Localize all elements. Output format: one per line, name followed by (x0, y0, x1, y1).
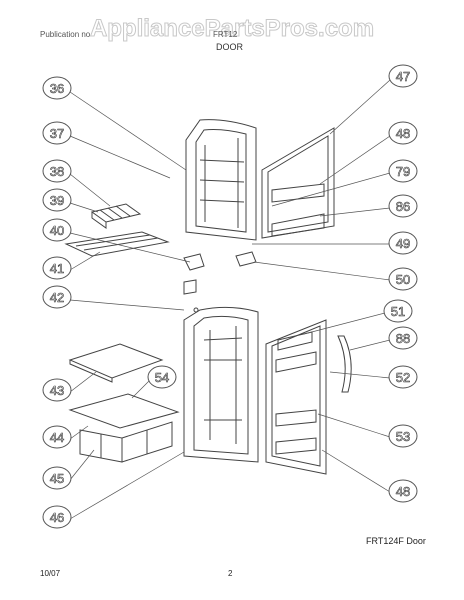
callout-circle (388, 326, 418, 350)
hinges (183, 251, 257, 313)
callout-43: 43 (42, 378, 72, 402)
callout-number: 39 (50, 193, 64, 208)
callout-88: 88 (388, 326, 418, 350)
freezer-door (185, 119, 257, 241)
leader-lines (69, 79, 391, 520)
callout-circle (42, 285, 72, 309)
callout-circle (42, 505, 72, 529)
callout-44: 44 (42, 425, 72, 449)
callout-45: 45 (42, 466, 72, 490)
callout-circle (388, 64, 418, 88)
callout-circle (388, 424, 418, 448)
callout-circle (388, 479, 418, 503)
callout-48: 48 (388, 479, 418, 503)
callout-circle (42, 425, 72, 449)
callout-circle (42, 121, 72, 145)
callout-circle (42, 378, 72, 402)
callout-50: 50 (388, 267, 418, 291)
callout-circle (42, 188, 72, 212)
callout-number: 51 (391, 304, 405, 319)
callout-circle (42, 159, 72, 183)
callout-group: 36 37 38 39 40 41 42 43 54 44 45 46 47 48 79 86 49 50 51 88… (42, 64, 418, 529)
callout-54: 54 (147, 365, 177, 389)
callout-79: 79 (388, 159, 418, 183)
callout-48: 48 (388, 121, 418, 145)
callout-number: 53 (396, 429, 410, 444)
callout-number: 37 (50, 126, 64, 141)
door-handle (337, 335, 352, 393)
callout-number: 54 (155, 370, 169, 385)
callout-circle (388, 267, 418, 291)
callout-number: 49 (396, 236, 410, 251)
glass-shelf (68, 343, 164, 383)
callout-number: 43 (50, 383, 64, 398)
callout-47: 47 (388, 64, 418, 88)
callout-51: 51 (383, 299, 413, 323)
callout-number: 48 (396, 484, 410, 499)
callout-circle (388, 159, 418, 183)
crisper-drawers (68, 393, 180, 463)
callout-52: 52 (388, 365, 418, 389)
callout-number: 45 (50, 471, 64, 486)
callout-42: 42 (42, 285, 72, 309)
callout-number: 36 (50, 81, 64, 96)
callout-number: 48 (396, 126, 410, 141)
header-publication: Publication no (40, 30, 91, 39)
callout-number: 88 (396, 331, 410, 346)
ice-tray (90, 203, 142, 229)
callout-38: 38 (42, 159, 72, 183)
callout-circle (383, 299, 413, 323)
diagram-caption: FRT124F Door (366, 536, 426, 546)
callout-number: 79 (396, 164, 410, 179)
callout-circle (388, 121, 418, 145)
callout-circle (147, 365, 177, 389)
callout-36: 36 (42, 76, 72, 100)
callout-number: 52 (396, 370, 410, 385)
callout-number: 86 (396, 199, 410, 214)
callout-53: 53 (388, 424, 418, 448)
callout-86: 86 (388, 194, 418, 218)
callout-number: 46 (50, 510, 64, 525)
callout-number: 41 (50, 261, 64, 276)
page-title: DOOR (216, 42, 243, 52)
callout-circle (388, 194, 418, 218)
callout-number: 50 (396, 272, 410, 287)
callout-circle (42, 76, 72, 100)
fresh-food-door (183, 306, 259, 463)
callout-number: 40 (50, 223, 64, 238)
footer-page-number: 2 (228, 569, 233, 578)
callout-number: 44 (50, 430, 64, 445)
callout-46: 46 (42, 505, 72, 529)
callout-number: 38 (50, 164, 64, 179)
wire-shelf (64, 231, 170, 257)
callout-circle (388, 231, 418, 255)
callout-41: 41 (42, 256, 72, 280)
watermark-text: AppliancePartsPros.com (90, 15, 374, 42)
callout-circle (42, 466, 72, 490)
callout-number: 42 (50, 290, 64, 305)
callout-circle (42, 218, 72, 242)
callout-circle (42, 256, 72, 280)
callout-39: 39 (42, 188, 72, 212)
callout-37: 37 (42, 121, 72, 145)
callout-49: 49 (388, 231, 418, 255)
lower-door-panel (265, 319, 327, 475)
header-model: FRT12 (213, 30, 238, 39)
callout-circle (388, 365, 418, 389)
callout-number: 47 (396, 69, 410, 84)
parts-drawing (64, 119, 352, 475)
callout-40: 40 (42, 218, 72, 242)
upper-door-panel (261, 127, 335, 239)
footer-date: 10/07 (40, 569, 61, 578)
watermark: AppliancePartsPros.com (0, 14, 464, 46)
